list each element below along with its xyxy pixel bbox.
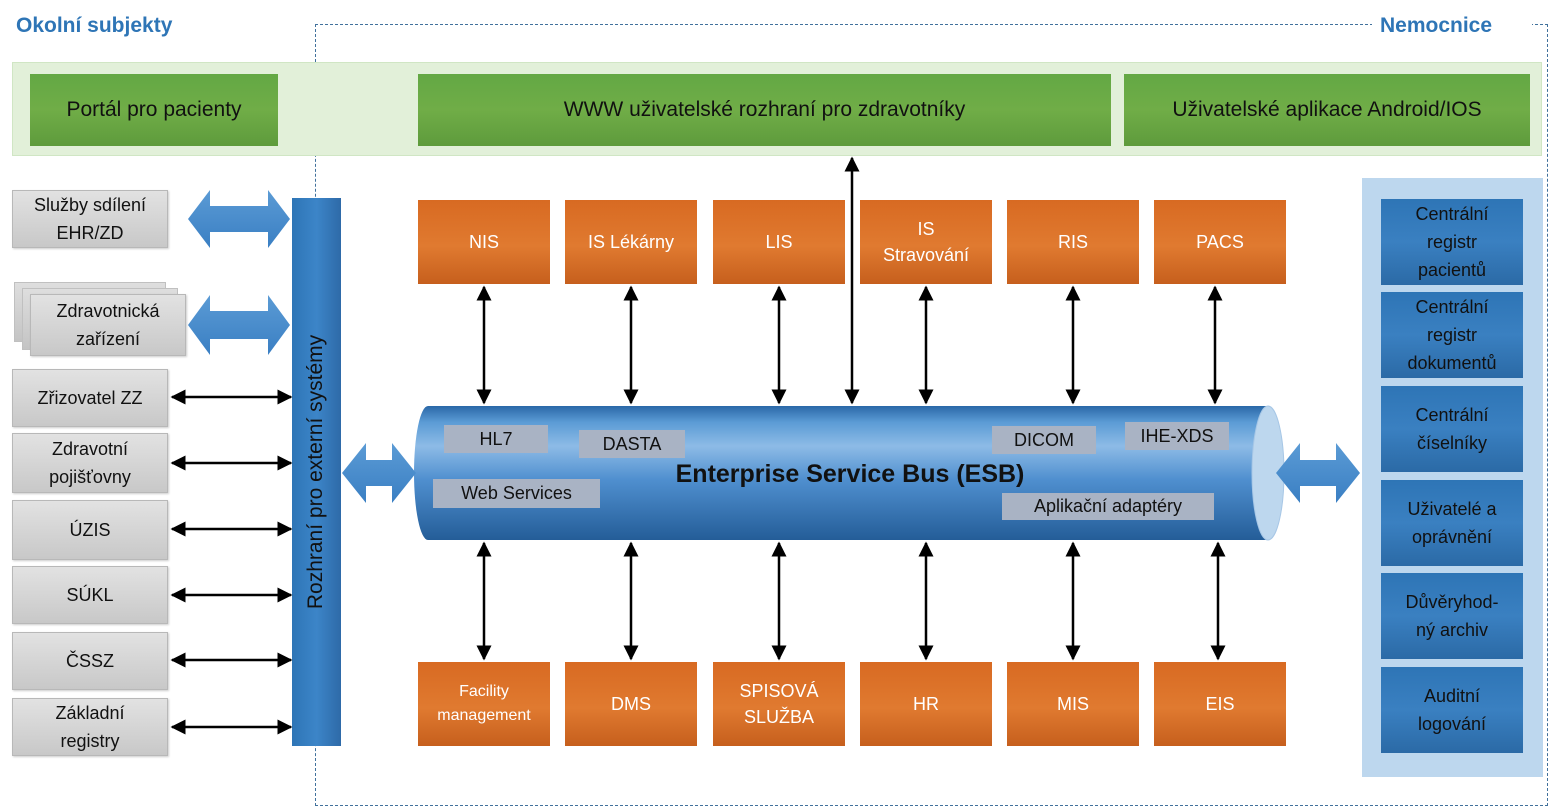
fat-arrow-facilities xyxy=(188,295,290,355)
external-insurers[interactable]: Zdravotní pojišťovny xyxy=(12,433,168,493)
external-uzis[interactable]: ÚZIS xyxy=(12,500,168,560)
fat-arrow-ehr xyxy=(188,190,290,248)
system-mis[interactable]: MIS xyxy=(1007,662,1139,746)
esb-tag-dicom: DICOM xyxy=(992,426,1096,454)
mobile-apps[interactable]: Uživatelské aplikace Android/IOS xyxy=(1124,74,1530,146)
external-cssz[interactable]: ČSSZ xyxy=(12,632,168,690)
system-hr[interactable]: HR xyxy=(860,662,992,746)
system-dms[interactable]: DMS xyxy=(565,662,697,746)
esb-tag-adapters: Aplikační adaptéry xyxy=(1002,493,1214,520)
external-founder[interactable]: Zřizovatel ZZ xyxy=(12,369,168,427)
esb-title: Enterprise Service Bus (ESB) xyxy=(675,459,1025,488)
system-facility-management[interactable]: Facility management xyxy=(418,662,550,746)
external-region-label: Okolní subjekty xyxy=(16,14,173,37)
system-is-pharmacy[interactable]: IS Lékárny xyxy=(565,200,697,284)
central-trusted-archive[interactable]: Důvěryhod- ný archiv xyxy=(1381,573,1523,659)
esb-tag-web-services: Web Services xyxy=(433,479,600,508)
patient-portal[interactable]: Portál pro pacienty xyxy=(30,74,278,146)
esb-tag-dasta: DASTA xyxy=(579,430,685,458)
external-interface-label: Rozhraní pro externí systémy xyxy=(304,334,328,610)
web-ui-healthcare[interactable]: WWW uživatelské rozhraní pro zdravotníky xyxy=(418,74,1111,146)
central-code-lists[interactable]: Centrální číselníky xyxy=(1381,386,1523,472)
system-lis[interactable]: LIS xyxy=(713,200,845,284)
central-document-registry[interactable]: Centrální registr dokumentů xyxy=(1381,292,1523,378)
external-healthcare-facilities[interactable]: Zdravotnická zařízení xyxy=(30,294,186,356)
system-eis[interactable]: EIS xyxy=(1154,662,1286,746)
external-interface-bar[interactable]: Rozhraní pro externí systémy xyxy=(292,198,341,746)
system-is-catering[interactable]: IS Stravování xyxy=(860,200,992,284)
esb-tag-ihe-xds: IHE-XDS xyxy=(1125,422,1229,450)
system-records-service[interactable]: SPISOVÁ SLUŽBA xyxy=(713,662,845,746)
external-sukl[interactable]: SÚKL xyxy=(12,566,168,624)
central-patient-registry[interactable]: Centrální registr pacientů xyxy=(1381,199,1523,285)
central-users-permissions[interactable]: Uživatelé a oprávnění xyxy=(1381,480,1523,566)
system-pacs[interactable]: PACS xyxy=(1154,200,1286,284)
esb-tag-hl7: HL7 xyxy=(444,425,548,453)
system-nis[interactable]: NIS xyxy=(418,200,550,284)
system-ris[interactable]: RIS xyxy=(1007,200,1139,284)
external-ehr-sharing[interactable]: Služby sdílení EHR/ZD xyxy=(12,190,168,248)
external-base-registries[interactable]: Základní registry xyxy=(12,698,168,756)
hospital-region-label-front: Nemocnice xyxy=(1380,14,1493,37)
central-audit-logging[interactable]: Auditní logování xyxy=(1381,667,1523,753)
